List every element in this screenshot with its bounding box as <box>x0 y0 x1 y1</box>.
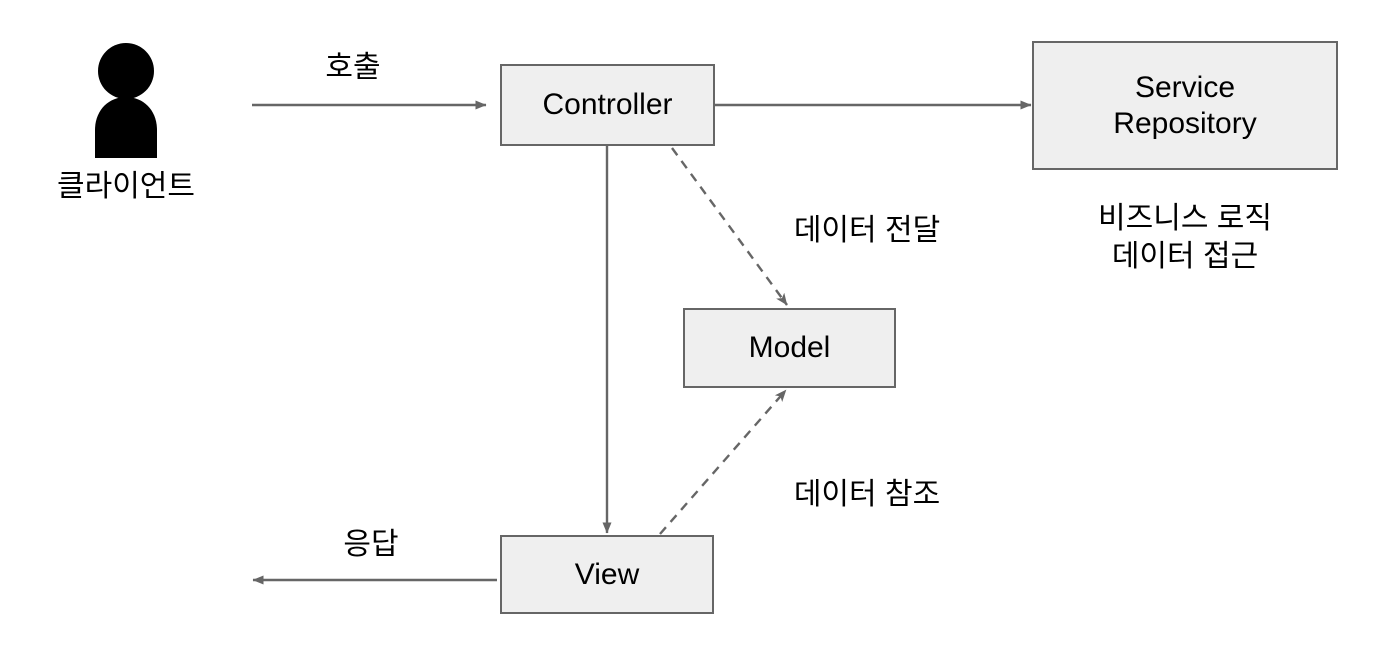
edge-label-response-text: 응답 <box>343 528 399 561</box>
service-repository-caption-line-2: 데이터 접근 <box>1111 240 1259 274</box>
node-view-label: View <box>574 557 640 591</box>
edge-label-call-text: 호출 <box>325 51 381 84</box>
edge-label-data-reference: 데이터 참조 <box>752 469 982 513</box>
node-model[interactable]: Model <box>683 308 896 388</box>
service-repository-caption: 비즈니스 로직 데이터 접근 <box>1032 200 1338 277</box>
node-controller-label: Controller <box>542 88 673 122</box>
node-service-repository[interactable]: Service Repository <box>1032 41 1338 170</box>
actor-label: 클라이언트 <box>24 168 228 206</box>
edge-label-data-transfer-text: 데이터 전달 <box>793 214 941 247</box>
node-controller[interactable]: Controller <box>500 64 715 146</box>
edge-controller-to-model <box>671 147 788 306</box>
node-service-repository-label-line-1: Service <box>1134 71 1236 105</box>
node-view[interactable]: View <box>500 535 714 614</box>
actor-label-text: 클라이언트 <box>57 170 195 203</box>
edge-label-call: 호출 <box>288 42 418 86</box>
node-service-repository-label-line-2: Repository <box>1113 106 1257 140</box>
edge-label-data-transfer: 데이터 전달 <box>752 205 982 249</box>
person-icon <box>95 43 157 158</box>
edge-label-data-reference-text: 데이터 참조 <box>793 478 941 511</box>
service-repository-caption-line-1: 비즈니스 로직 <box>1098 202 1272 235</box>
node-model-label: Model <box>748 331 831 365</box>
edge-label-response: 응답 <box>305 519 437 563</box>
